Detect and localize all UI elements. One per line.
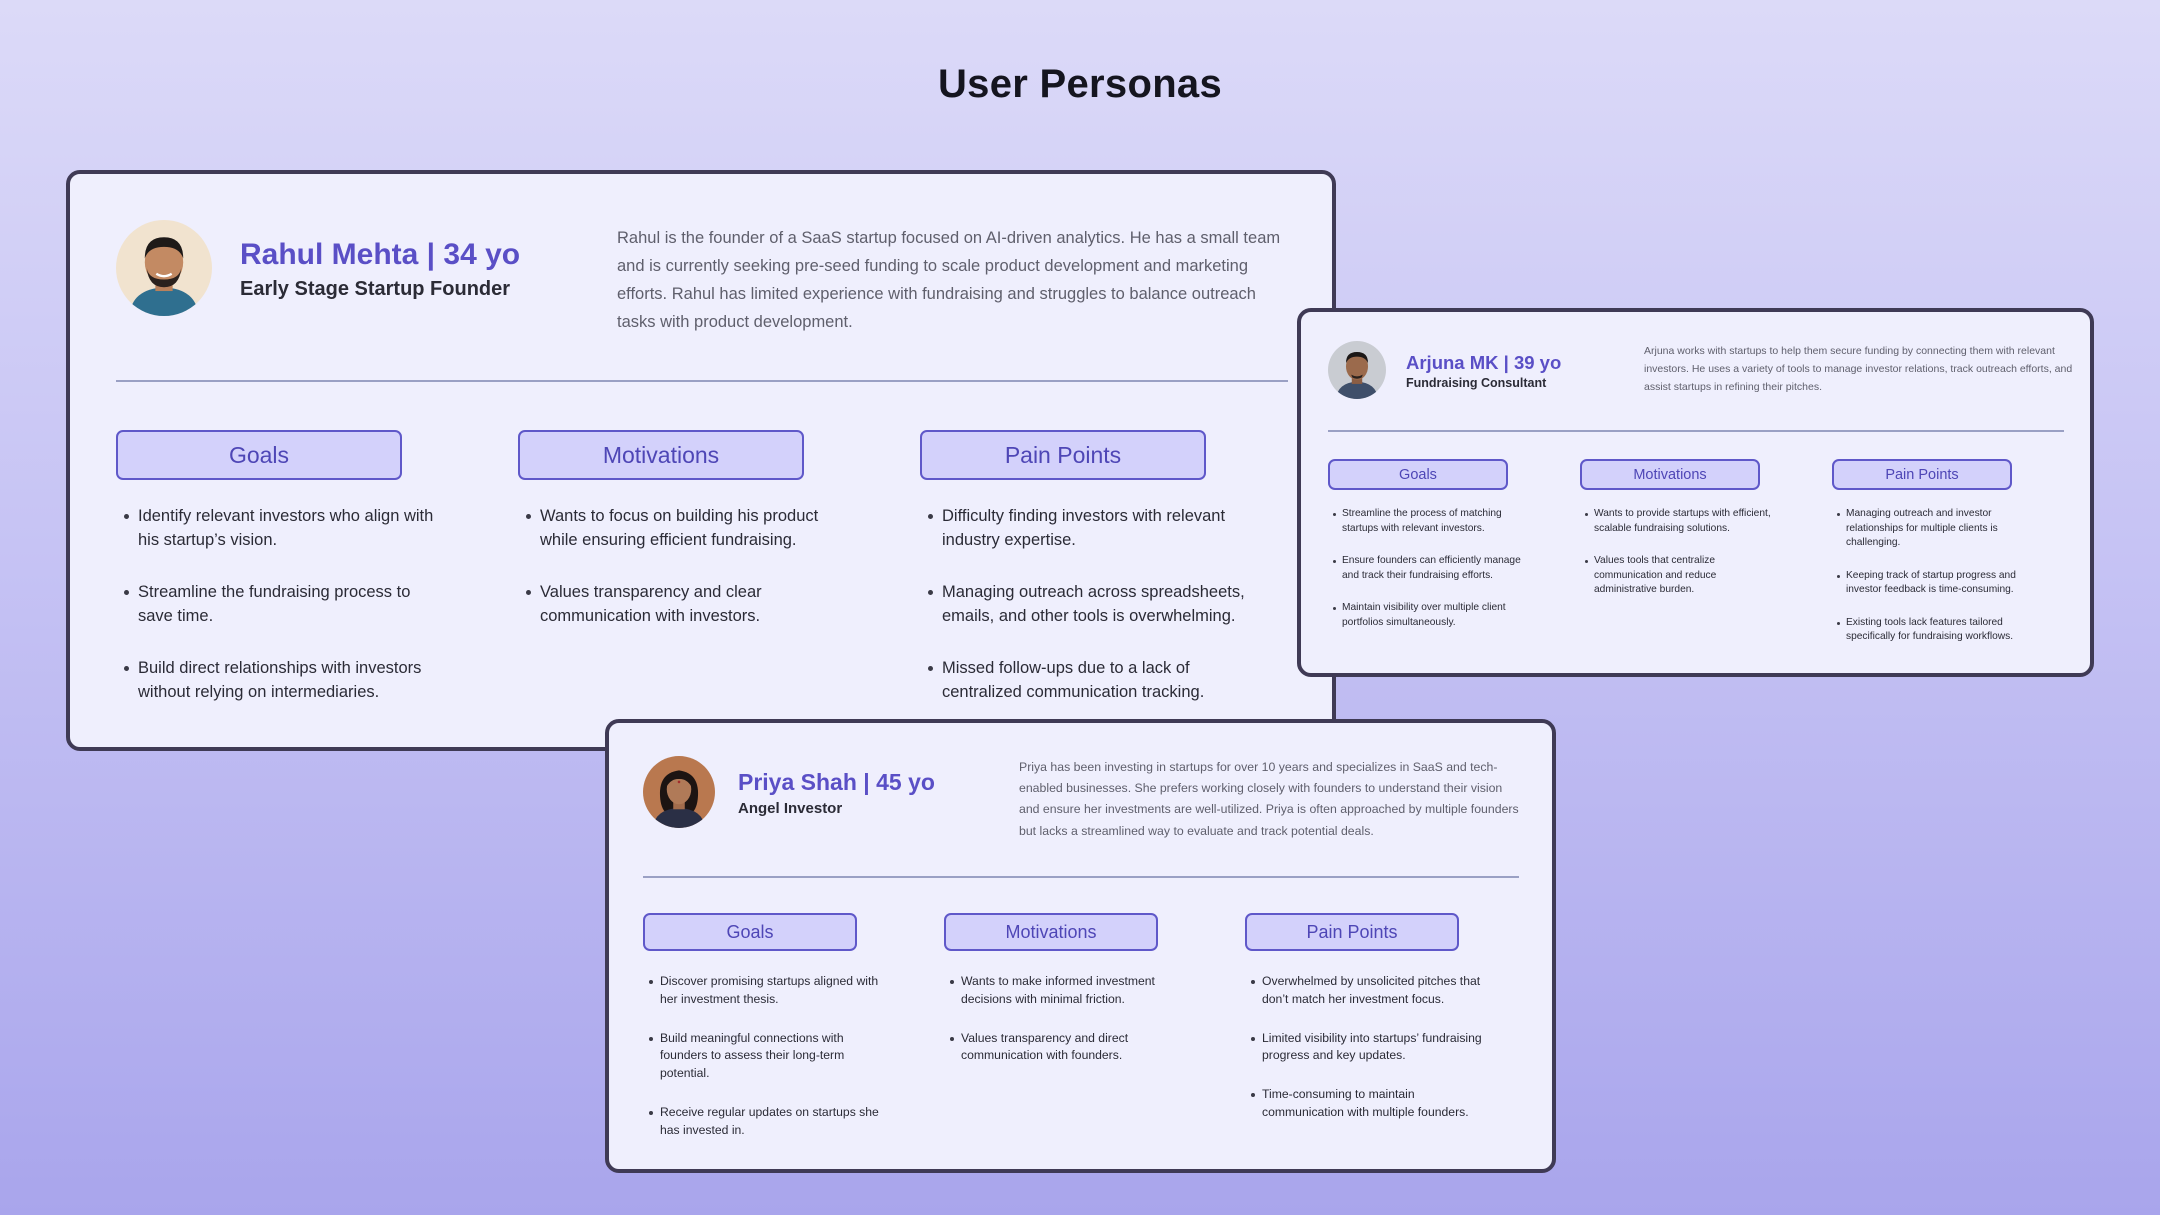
persona-card-priya: Priya Shah | 45 yo Angel Investor Priya … — [605, 719, 1556, 1173]
list-item: Identify relevant investors who align wi… — [116, 504, 446, 552]
list-item: Values transparency and direct communica… — [944, 1030, 1194, 1066]
list-item: Managing outreach across spreadsheets, e… — [920, 580, 1260, 628]
list-item: Managing outreach and investor relations… — [1832, 507, 2032, 551]
list-item: Values tools that centralize communicati… — [1580, 554, 1780, 598]
list-item: Wants to focus on building his product w… — [518, 504, 848, 552]
list-item: Wants to provide startups with efficient… — [1580, 507, 1780, 536]
motivations-list: Wants to make informed investment decisi… — [944, 973, 1194, 1086]
male-portrait-icon — [1328, 341, 1386, 399]
persona-description: Priya has been investing in startups for… — [1019, 760, 1519, 838]
male-portrait-icon — [116, 220, 212, 316]
persona-description: Arjuna works with startups to help them … — [1644, 345, 2073, 393]
female-portrait-icon — [643, 756, 715, 828]
motivations-tag: Motivations — [1580, 459, 1760, 490]
persona-name: Rahul Mehta | 34 yo — [240, 238, 521, 271]
persona-card-arjuna: Arjuna MK | 39 yo Fundraising Consultant… — [1297, 308, 2094, 677]
motivations-list: Wants to focus on building his product w… — [518, 504, 848, 656]
persona-role: Early Stage Startup Founder — [240, 278, 511, 300]
page-title: User Personas — [937, 62, 1223, 106]
goals-list: Identify relevant investors who align wi… — [116, 504, 446, 732]
persona-role: Fundraising Consultant — [1406, 376, 1547, 390]
motivations-tag: Motivations — [518, 430, 804, 480]
list-item: Receive regular updates on startups she … — [643, 1104, 893, 1140]
divider — [643, 876, 1519, 878]
goals-tag: Goals — [1328, 459, 1508, 490]
list-item: Time-consuming to maintain communication… — [1245, 1086, 1495, 1122]
list-item: Ensure founders can efficiently manage a… — [1328, 554, 1528, 583]
pain-points-tag: Pain Points — [1832, 459, 2012, 490]
pain-points-tag: Pain Points — [920, 430, 1206, 480]
persona-name: Arjuna MK | 39 yo — [1406, 352, 1562, 373]
goals-list: Streamline the process of matching start… — [1328, 507, 1528, 648]
persona-role: Angel Investor — [738, 800, 843, 817]
list-item: Wants to make informed investment decisi… — [944, 973, 1194, 1009]
goals-list: Discover promising startups aligned with… — [643, 973, 893, 1161]
divider — [1328, 430, 2064, 432]
list-item: Build meaningful connections with founde… — [643, 1030, 893, 1083]
list-item: Existing tools lack features tailored sp… — [1832, 616, 2032, 645]
list-item: Keeping track of startup progress and in… — [1832, 569, 2032, 598]
list-item: Streamline the process of matching start… — [1328, 507, 1528, 536]
list-item: Limited visibility into startups’ fundra… — [1245, 1030, 1495, 1066]
pain-points-list: Overwhelmed by unsolicited pitches that … — [1245, 973, 1495, 1143]
motivations-list: Wants to provide startups with efficient… — [1580, 507, 1780, 616]
pain-points-list: Difficulty finding investors with releva… — [920, 504, 1260, 732]
pain-points-tag: Pain Points — [1245, 913, 1459, 951]
persona-card-rahul: Rahul Mehta | 34 yo Early Stage Startup … — [66, 170, 1336, 751]
motivations-tag: Motivations — [944, 913, 1158, 951]
goals-tag: Goals — [643, 913, 857, 951]
list-item: Values transparency and clear communicat… — [518, 580, 848, 628]
avatar — [643, 756, 715, 828]
pain-points-list: Managing outreach and investor relations… — [1832, 507, 2032, 663]
list-item: Overwhelmed by unsolicited pitches that … — [1245, 973, 1495, 1009]
persona-description: Rahul is the founder of a SaaS startup f… — [617, 229, 1281, 331]
list-item: Build direct relationships with investor… — [116, 656, 446, 704]
list-item: Streamline the fundraising process to sa… — [116, 580, 446, 628]
persona-name: Priya Shah | 45 yo — [738, 769, 935, 795]
divider — [116, 380, 1288, 382]
list-item: Maintain visibility over multiple client… — [1328, 601, 1528, 630]
avatar — [1328, 341, 1386, 399]
list-item: Difficulty finding investors with releva… — [920, 504, 1260, 552]
avatar — [116, 220, 212, 316]
list-item: Discover promising startups aligned with… — [643, 973, 893, 1009]
goals-tag: Goals — [116, 430, 402, 480]
list-item: Missed follow-ups due to a lack of centr… — [920, 656, 1260, 704]
